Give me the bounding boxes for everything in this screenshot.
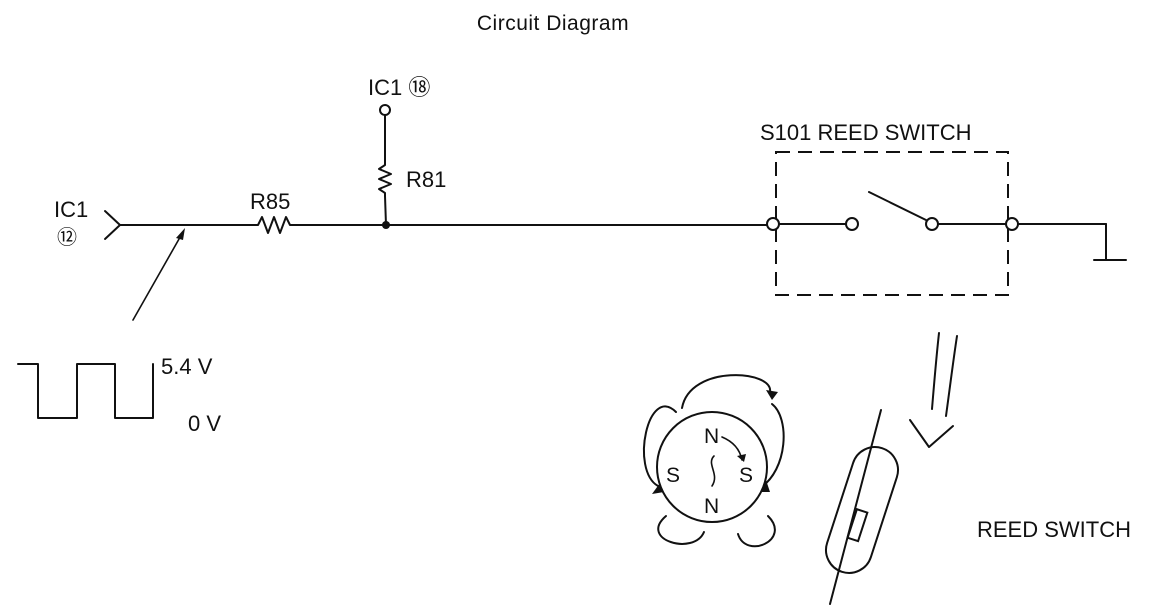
switch-terminal-right — [1005, 217, 1019, 231]
diagram-title: Circuit Diagram — [477, 12, 629, 35]
rotating-magnet-icon: N N S S — [643, 374, 785, 548]
input-connector-icon — [104, 210, 121, 240]
open-switch-icon — [868, 191, 927, 221]
hollow-arrow — [909, 332, 958, 448]
waveform-low-label: 0 V — [188, 411, 221, 436]
ic1-pin18-terminal: IC1 ⑱ — [368, 75, 430, 116]
switch-terminal-left — [766, 217, 780, 231]
resistor-icon — [378, 160, 392, 197]
ic1-pin12-terminal: IC1 ⑫ — [54, 197, 121, 249]
reed-contact — [846, 507, 869, 543]
ic1-pin12-label: IC1 — [54, 197, 88, 222]
ground — [1017, 223, 1127, 261]
arrow-head-icon — [176, 228, 185, 240]
resistor-icon — [249, 216, 298, 234]
waveform-high-label: 5.4 V — [161, 354, 213, 379]
switch-label: S101 REED SWITCH — [760, 120, 972, 145]
wire-r81-junction — [384, 195, 387, 226]
reed-capsule-icon — [825, 409, 899, 605]
arrow-down-icon — [909, 419, 954, 448]
resistor-r85: R85 — [249, 189, 298, 234]
probe-arrow — [132, 228, 185, 321]
switch-contact-right — [925, 217, 939, 231]
reed-glass — [825, 446, 899, 574]
waveform-icon — [17, 363, 154, 419]
switch-s101: S101 REED SWITCH — [760, 120, 1019, 296]
r81-label: R81 — [406, 167, 446, 192]
pole-right: S — [739, 464, 753, 487]
ic1-pin12-number: ⑫ — [57, 226, 77, 249]
square-waveform: 5.4 V 0 V — [17, 354, 221, 436]
rotation-line — [710, 455, 716, 487]
switch-contact-left — [845, 217, 859, 231]
ic1-pin18-label: IC1 ⑱ — [368, 75, 430, 100]
pole-top: N — [704, 425, 719, 448]
pin18-terminal-icon — [379, 104, 391, 116]
pole-left: S — [666, 464, 680, 487]
r85-label: R85 — [250, 189, 290, 214]
resistor-r81: R81 — [378, 160, 446, 197]
reed-switch-label: REED SWITCH — [977, 517, 1131, 542]
reed-lead — [829, 409, 882, 605]
switch-enclosure — [775, 151, 1009, 296]
pole-bottom: N — [704, 495, 719, 518]
